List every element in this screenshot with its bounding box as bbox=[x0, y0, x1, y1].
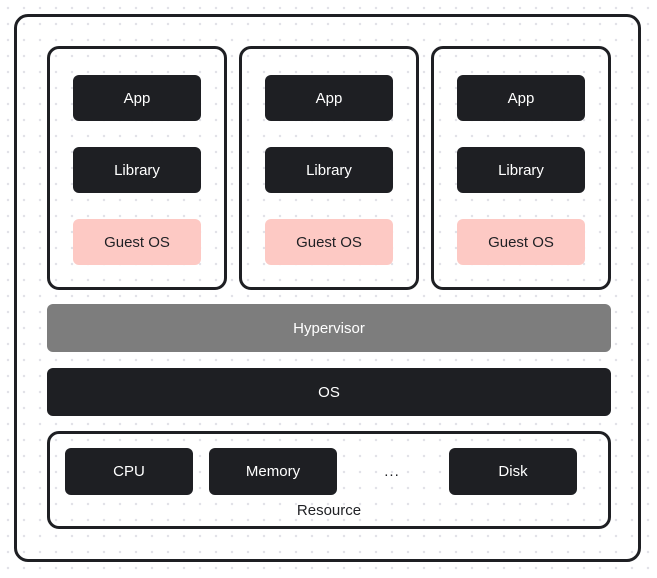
resource-label: Resource bbox=[296, 502, 362, 519]
guest-os-box: Guest OS bbox=[457, 219, 585, 265]
hypervisor-bar: Hypervisor bbox=[47, 304, 611, 352]
guest-os-box: Guest OS bbox=[265, 219, 393, 265]
ellipsis-text: ... bbox=[384, 463, 400, 480]
disk-box: Disk bbox=[449, 448, 577, 495]
os-bar: OS bbox=[47, 368, 611, 416]
vm-row: App Library Guest OS App Library Guest O… bbox=[47, 46, 611, 290]
library-box: Library bbox=[265, 147, 393, 193]
vm-container-3: App Library Guest OS bbox=[431, 46, 611, 290]
app-box: App bbox=[457, 75, 585, 121]
app-box: App bbox=[73, 75, 201, 121]
system-boundary-box: App Library Guest OS App Library Guest O… bbox=[14, 14, 641, 562]
app-box: App bbox=[265, 75, 393, 121]
memory-box: Memory bbox=[209, 448, 337, 495]
library-box: Library bbox=[457, 147, 585, 193]
resource-container: CPU Memory ... Disk Resource bbox=[47, 431, 611, 529]
cpu-box: CPU bbox=[65, 448, 193, 495]
vm-container-1: App Library Guest OS bbox=[47, 46, 227, 290]
vm-container-2: App Library Guest OS bbox=[239, 46, 419, 290]
library-box: Library bbox=[73, 147, 201, 193]
guest-os-box: Guest OS bbox=[73, 219, 201, 265]
